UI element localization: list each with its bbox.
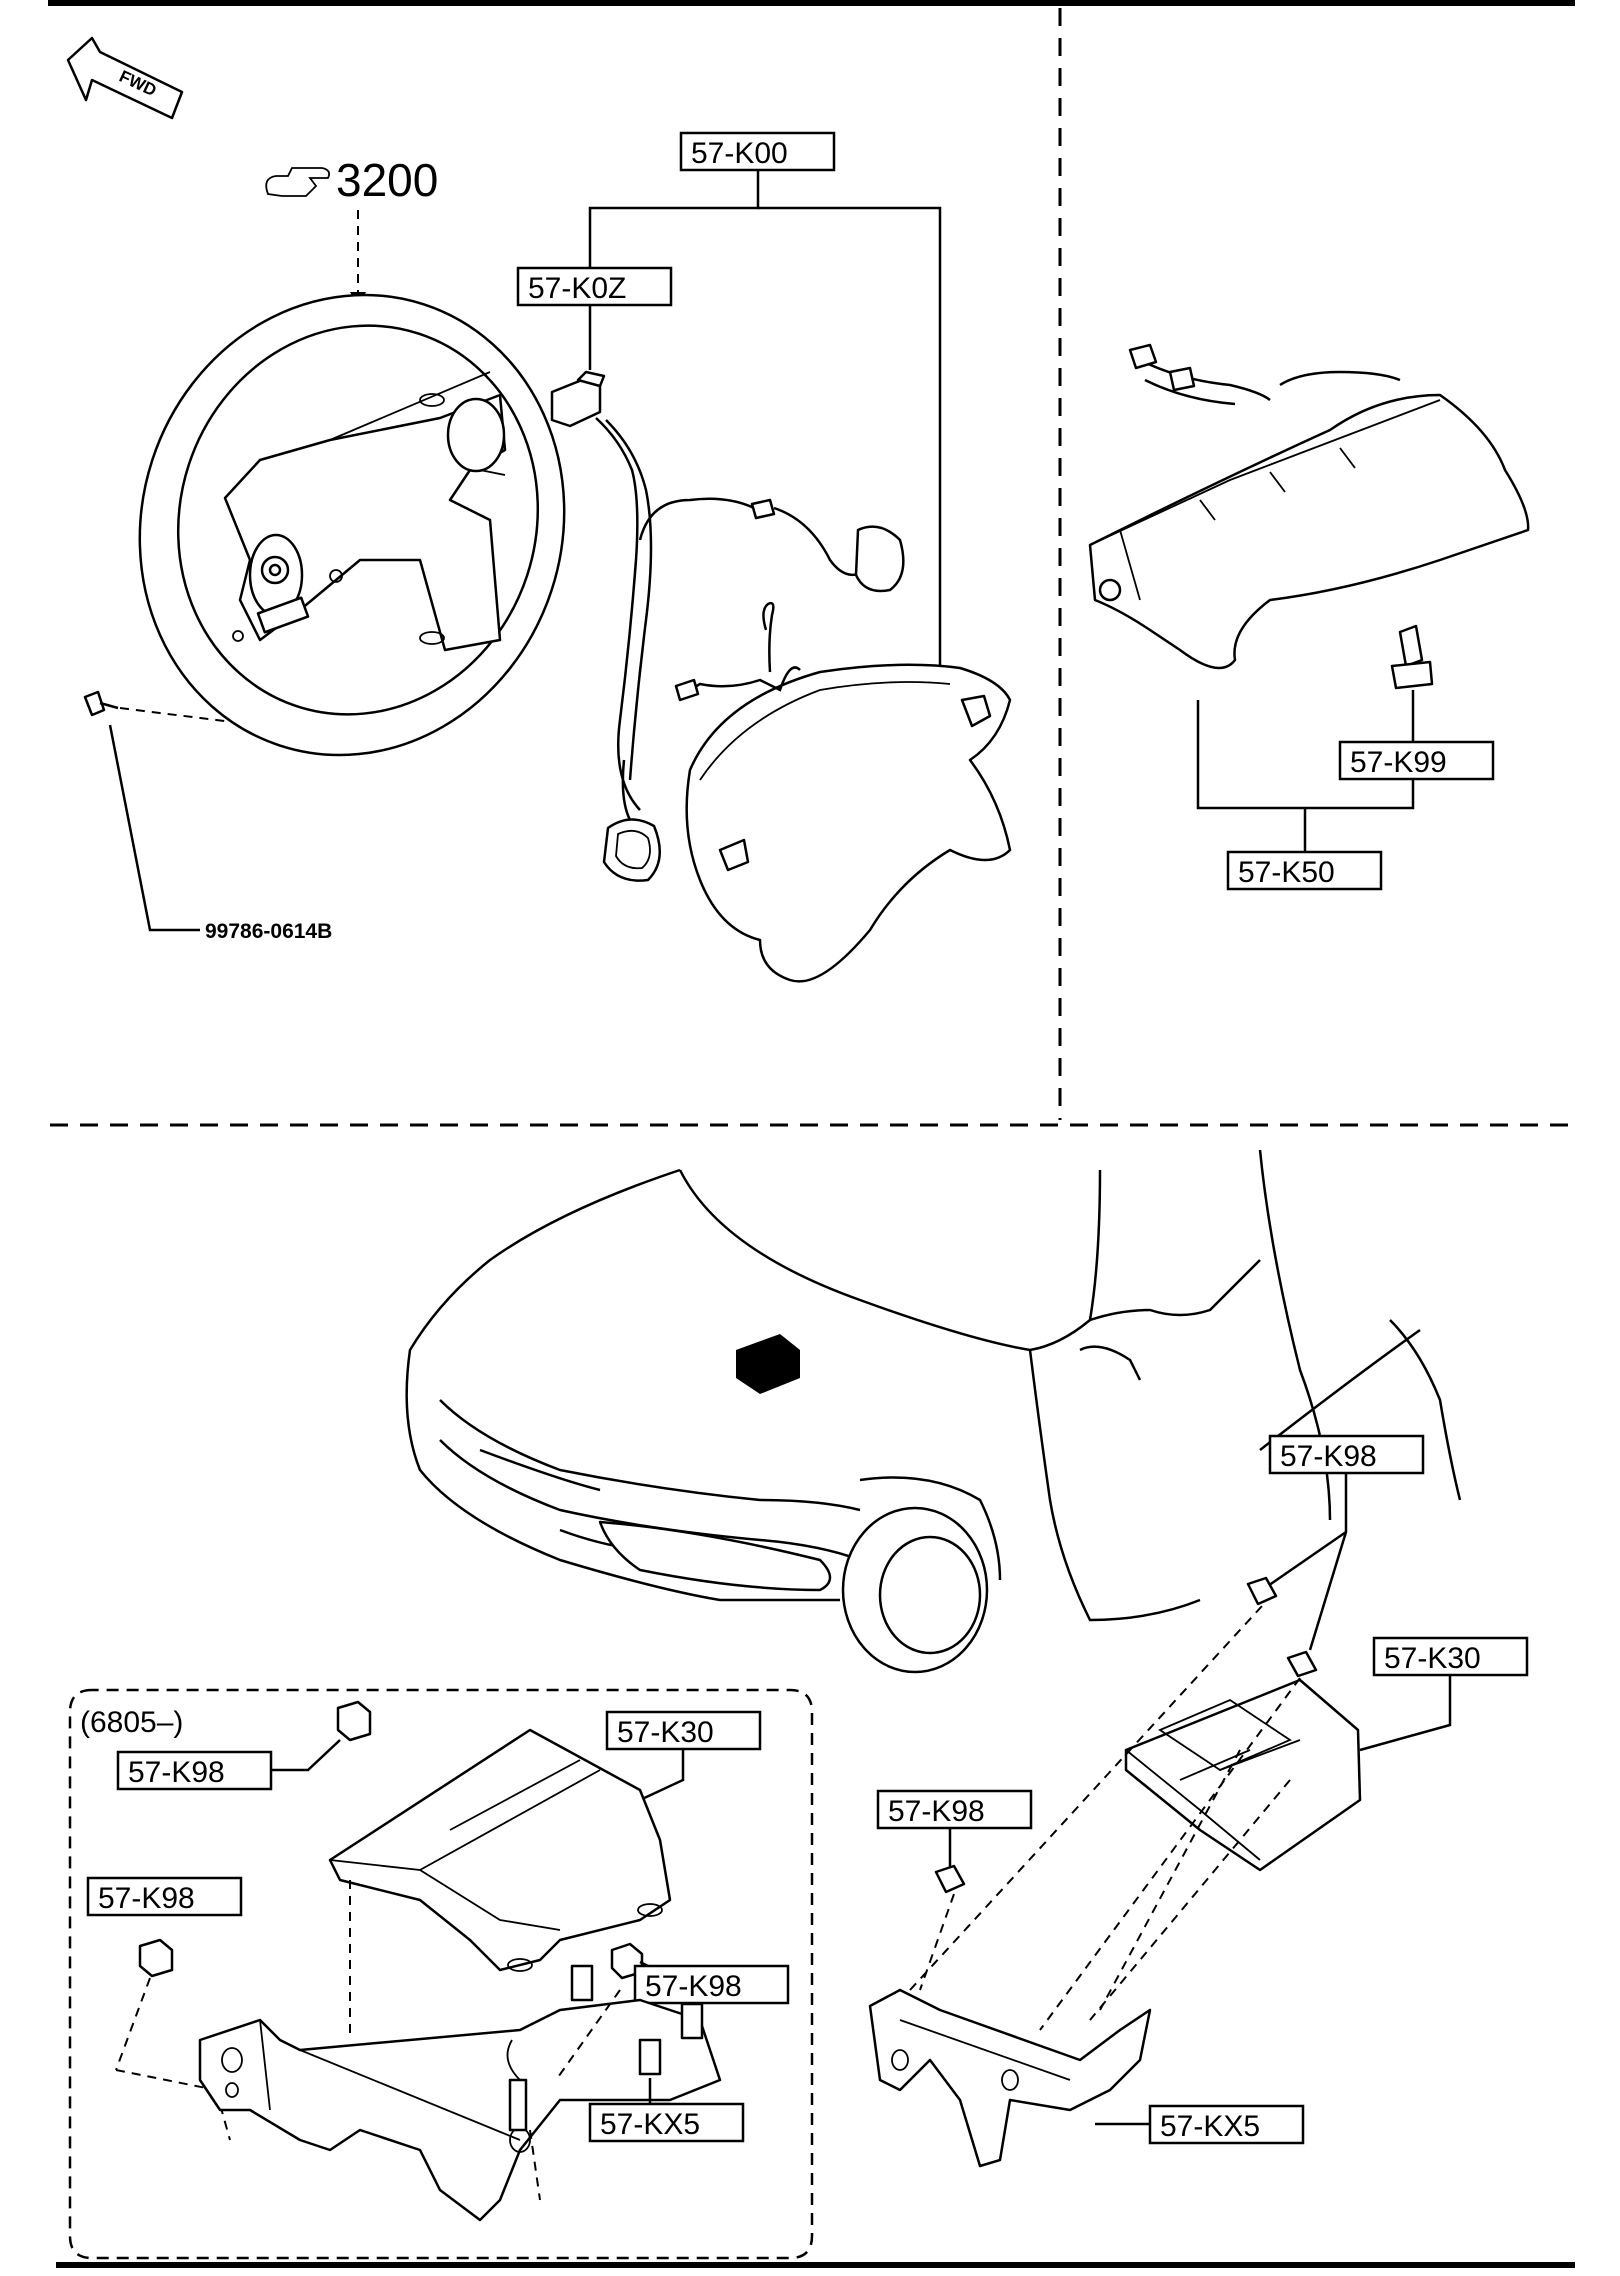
passenger-module-label: 57-K50: [1238, 856, 1335, 889]
bracket-right-label-box: [1148, 2104, 1305, 2145]
pointing-hand-icon: [265, 167, 331, 197]
steering-wheel: [138, 293, 566, 757]
range-note-label: (6805–): [80, 1706, 183, 1739]
right-sensor-assembly: 57-K98 57-K30 57-K98 57-KX5: [868, 1434, 1529, 2168]
passenger-nut: 57-K99 57-K50: [1196, 624, 1495, 891]
unit-right-label: 57-K30: [1384, 1642, 1481, 1675]
unit-right-label-box: [1372, 1636, 1529, 1677]
nut-right-top-label-box: [1268, 1434, 1425, 1475]
bracket-right-label: 57-KX5: [1160, 2110, 1260, 2143]
unit-left-label-box: [605, 1710, 762, 1751]
steering-wheel-reference: 3200: [265, 154, 438, 306]
control-unit-location-marker: [736, 1334, 800, 1394]
passenger-nut-label-box: [1338, 740, 1495, 781]
steering-ref-label: 3200: [336, 154, 438, 206]
car-outline: [405, 1149, 1462, 1674]
variant-6805-panel: (6805–) 57-K98 57-K30 57-K98 57-K98: [68, 1688, 814, 2260]
nut-left-b-label-box: [86, 1876, 243, 1917]
wheel-bolt: 99786-0614B: [83, 690, 332, 943]
section-frame: [48, 0, 1575, 2268]
nut-left-c-label: 57-K98: [645, 1970, 742, 2003]
unit-left-label: 57-K30: [617, 1716, 714, 1749]
nut-right-mid-label-box: [876, 1789, 1033, 1830]
passenger-airbag-module: [1088, 343, 1530, 670]
harness-callout: 57-K00 57-K0Z: [516, 131, 942, 672]
fwd-arrow-icon: FWD: [66, 36, 184, 120]
nut-right-top-label: 57-K98: [1280, 1440, 1377, 1473]
passenger-module-label-box: [1226, 850, 1383, 891]
bracket-left-label: 57-KX5: [600, 2108, 700, 2141]
clock-spring-label: 57-K0Z: [528, 272, 626, 305]
bolt-label: 99786-0614B: [205, 920, 332, 943]
passenger-nut-label: 57-K99: [1350, 746, 1447, 779]
nut-right-mid-label: 57-K98: [888, 1795, 985, 1828]
harness-label: 57-K00: [691, 137, 788, 170]
bracket-left-label-box: [588, 2102, 745, 2143]
clock-spring-harness: [550, 370, 905, 882]
nut-left-b-label: 57-K98: [98, 1882, 195, 1915]
nut-left-a-label-box: [116, 1750, 273, 1791]
nut-left-c-label-box: [633, 1964, 790, 2005]
clock-spring-label-box: [516, 266, 673, 307]
nut-left-a-label: 57-K98: [128, 1756, 225, 1789]
driver-airbag-module: [674, 601, 1012, 983]
